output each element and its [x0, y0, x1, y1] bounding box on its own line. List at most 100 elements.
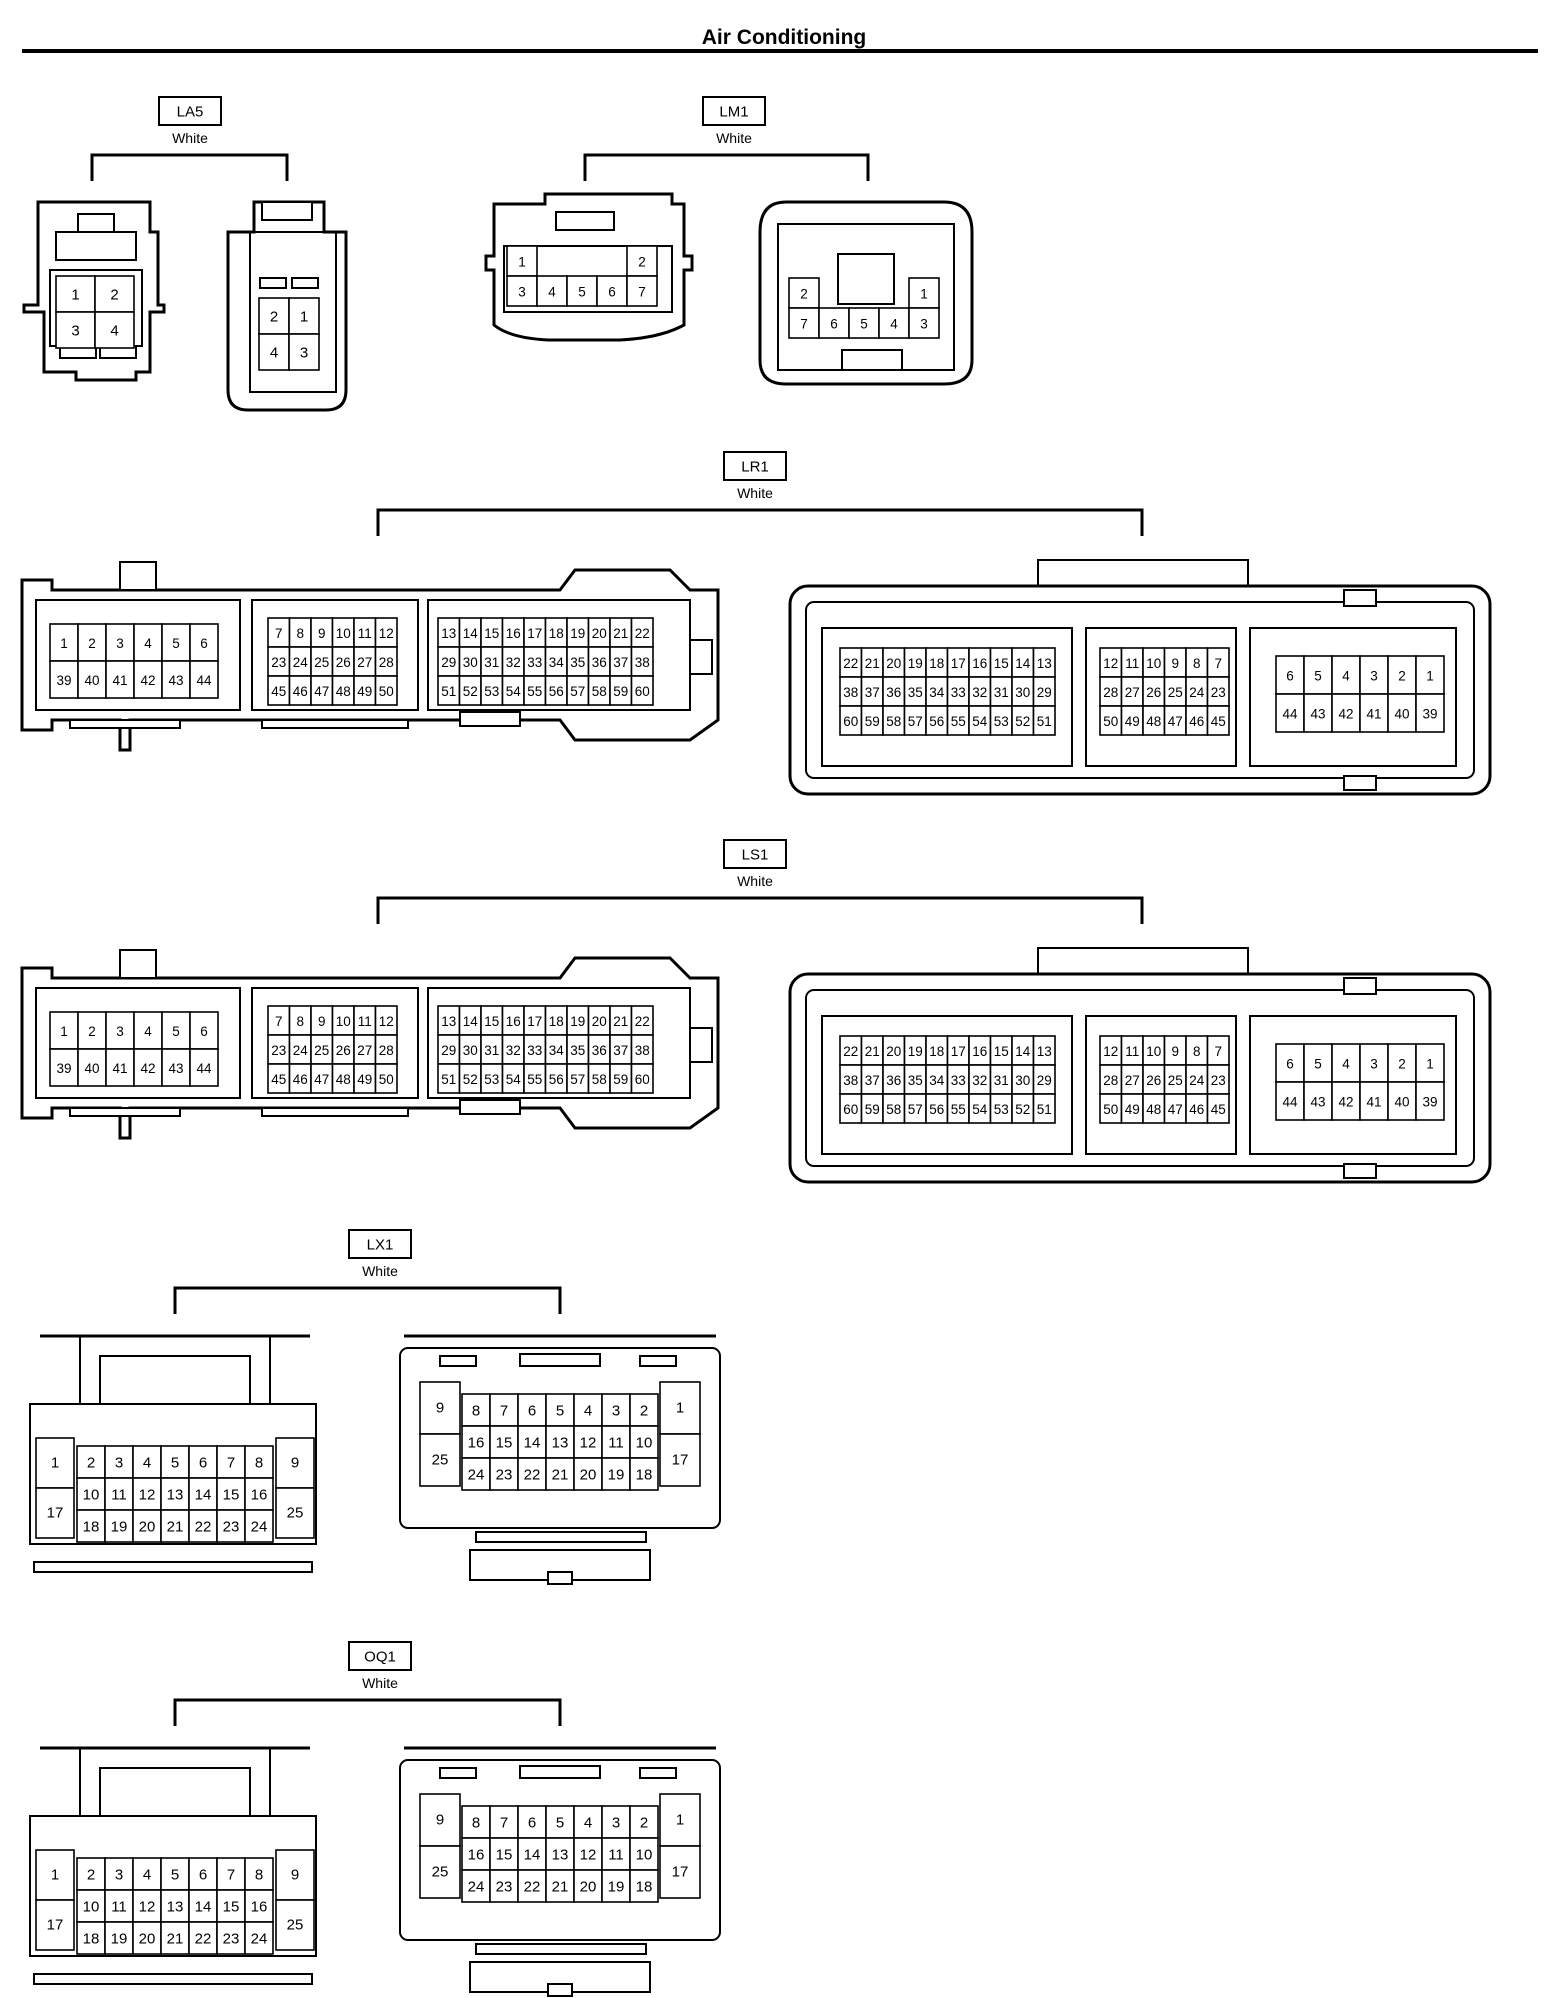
- pin-cell: [161, 1048, 191, 1087]
- pin-number: 6: [200, 1024, 208, 1039]
- pin-number: 4: [584, 1815, 592, 1832]
- pin-cell: [105, 1048, 135, 1087]
- pin-number: 38: [635, 655, 650, 670]
- pin-cell: [489, 1425, 519, 1459]
- pin-number: 1: [300, 309, 308, 326]
- pin-number: 37: [613, 1043, 628, 1058]
- pin-number: 13: [552, 1847, 569, 1864]
- cavity-frame: [1085, 1015, 1237, 1155]
- pin-number: 2: [87, 1455, 95, 1472]
- pin-number: 19: [608, 1879, 625, 1896]
- pin-number: 21: [865, 656, 880, 671]
- connector-color: White: [737, 485, 773, 501]
- pin-number: 20: [886, 1044, 901, 1059]
- pin-number: 24: [251, 1519, 268, 1536]
- pin-cell: [788, 307, 820, 339]
- pin-number: 1: [51, 1867, 59, 1884]
- pin-number: 44: [196, 1061, 212, 1076]
- pin-number: 32: [506, 1043, 521, 1058]
- pin-number: 26: [1146, 1073, 1161, 1088]
- pin-cell: [630, 675, 654, 706]
- pin-cell: [419, 1845, 461, 1899]
- pin-cell: [461, 1869, 491, 1903]
- pin-number: 42: [140, 673, 155, 688]
- pin-number: 7: [500, 1815, 508, 1832]
- pin-number: 41: [1366, 1095, 1381, 1110]
- pin-number: 5: [172, 1024, 180, 1039]
- pin-number: 18: [83, 1519, 100, 1536]
- pin-number: 17: [47, 1505, 64, 1522]
- pin-number: 4: [143, 1867, 151, 1884]
- pin-number: 45: [1211, 714, 1226, 729]
- pin-number: 12: [139, 1899, 156, 1916]
- pin-number: 3: [116, 1024, 124, 1039]
- pin-number: 26: [336, 1043, 351, 1058]
- pin-number: 53: [484, 1072, 499, 1087]
- pin-cell: [517, 1805, 547, 1839]
- pin-number: 34: [929, 1073, 945, 1088]
- pin-cell: [489, 1457, 519, 1491]
- pin-number: 3: [115, 1455, 123, 1472]
- pin-cell: [566, 275, 598, 307]
- pin-number: 59: [613, 684, 628, 699]
- lock-tab: [119, 561, 157, 591]
- pin-number: 24: [293, 1043, 309, 1058]
- pin-number: 21: [865, 1044, 880, 1059]
- pin-cell: [573, 1869, 603, 1903]
- pin-cell: [275, 1899, 315, 1951]
- rib: [1343, 1163, 1377, 1179]
- pin-cell: [104, 1477, 134, 1511]
- pin-number: 3: [920, 317, 928, 332]
- pin-number: 13: [441, 626, 456, 641]
- pin-number: 25: [314, 1043, 329, 1058]
- pin-number: 47: [1168, 714, 1183, 729]
- pin-number: 34: [549, 1043, 565, 1058]
- pin-cell: [1387, 693, 1417, 733]
- pin-cell: [419, 1381, 461, 1435]
- pin-number: 4: [144, 636, 152, 651]
- pin-number: 60: [635, 1072, 650, 1087]
- pin-number: 4: [890, 317, 898, 332]
- connector-code-box: [348, 1641, 412, 1671]
- pin-number: 12: [580, 1847, 597, 1864]
- pin-number: 10: [336, 626, 351, 641]
- pin-number: 50: [1103, 1102, 1118, 1117]
- pin-number: 25: [287, 1917, 304, 1934]
- pin-number: 10: [83, 1487, 100, 1504]
- pin-number: 60: [635, 684, 650, 699]
- inner-frame: [805, 601, 1475, 779]
- connector-code-box: [158, 96, 222, 126]
- inner-frame: [805, 989, 1475, 1167]
- pin-number: 1: [920, 287, 928, 302]
- cavity-frame: [29, 1403, 317, 1545]
- pin-cell: [35, 1849, 75, 1901]
- pin-number: 55: [951, 1102, 966, 1117]
- pin-number: 2: [88, 636, 96, 651]
- pin-number: 11: [1125, 656, 1139, 671]
- pin-number: 7: [227, 1867, 235, 1884]
- pin-number: 6: [528, 1815, 536, 1832]
- pin-number: 49: [357, 684, 372, 699]
- pin-cell: [461, 1457, 491, 1491]
- pin-number: 13: [552, 1435, 569, 1452]
- pin-cell: [1206, 1093, 1230, 1124]
- pin-cell: [49, 1048, 79, 1087]
- pin-cell: [258, 297, 290, 335]
- connector-color: White: [362, 1263, 398, 1279]
- pin-number: 48: [336, 684, 351, 699]
- pin-number: 27: [357, 655, 372, 670]
- pin-number: 55: [527, 684, 542, 699]
- pin-cell: [1032, 1093, 1056, 1124]
- pin-cell: [1303, 693, 1333, 733]
- pin-number: 9: [291, 1455, 299, 1472]
- pin-number: 33: [951, 685, 966, 700]
- rib: [439, 1355, 477, 1367]
- pin-cell: [601, 1805, 631, 1839]
- pin-number: 31: [484, 1043, 499, 1058]
